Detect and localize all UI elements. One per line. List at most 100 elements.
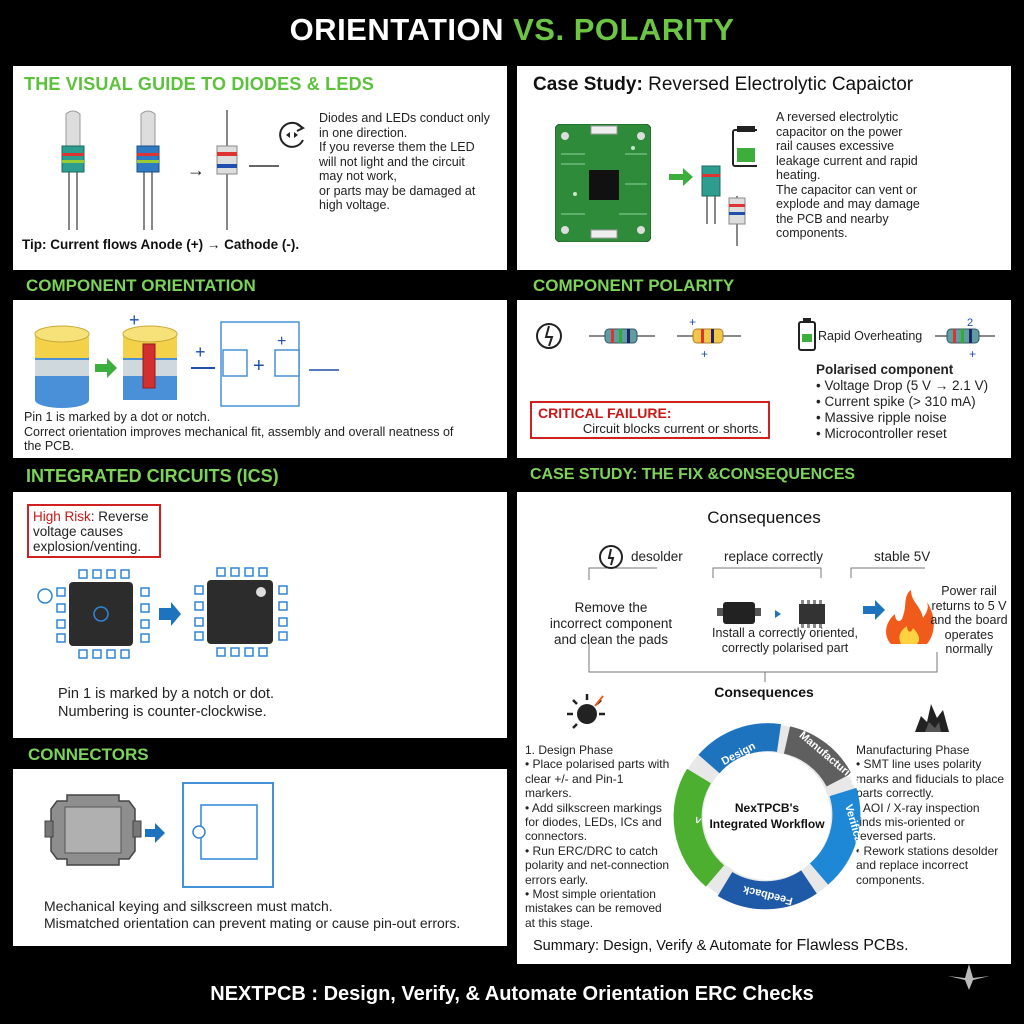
case-study-header: Case Study: Reversed Electrolytic Capaic…	[533, 74, 913, 96]
desc-line: and clean the pads	[553, 632, 669, 647]
case-line: heating.	[776, 168, 821, 182]
fix-header: CASE STUDY: THE FIX &CONSEQUENCES	[530, 466, 856, 483]
workflow-cycle: Design Manufacturing Verification Feedba…	[673, 723, 865, 910]
replace-description: Install a correctly oriented, correctly …	[693, 626, 877, 655]
orientation-line: Correct orientation improves mechanical …	[24, 424, 454, 439]
orientation-illustration: + + + +	[34, 310, 339, 408]
polarity-bullet: Massive ripple noise	[816, 410, 1006, 426]
cap-before	[34, 325, 90, 408]
cycle-label-loop: <	[692, 815, 705, 825]
design-bullet: Run ERC/DRC to catch polarity and net-co…	[525, 844, 673, 887]
manufacturing-phase-block: Manufacturing Phase SMT line uses polari…	[856, 743, 1008, 887]
case-line: components.	[776, 226, 848, 240]
manufacturing-phase-bullets: SMT line uses polarity marks and fiducia…	[856, 757, 1008, 887]
diodes-panel: THE VISUAL GUIDE TO DIODES & LEDS →	[13, 66, 507, 270]
connectors-header: CONNECTORS	[28, 745, 149, 764]
arrow-icon	[669, 168, 693, 186]
stable-description: Power rail returns to 5 V and the board …	[927, 584, 1011, 657]
rapid-overheating-label: Rapid Overheating	[818, 329, 923, 343]
step-replace: replace correctly	[724, 549, 824, 564]
manufacturing-phase-title: Manufacturing Phase	[856, 743, 970, 757]
svg-text:+: +	[195, 342, 206, 362]
explosion-icon	[567, 694, 605, 729]
capacitor-illustration	[701, 126, 757, 246]
diode-arrow: →	[187, 160, 205, 180]
design-phase-block: 1. Design Phase Place polarised parts wi…	[525, 743, 673, 930]
case-study-panel: Case Study: Reversed Electrolytic Capaic…	[517, 66, 1011, 270]
svg-text:2: 2	[967, 317, 973, 329]
title-part-1: ORIENTATION	[289, 12, 505, 47]
polarity-header: COMPONENT POLARITY	[533, 276, 735, 295]
plus-mark: +	[129, 310, 140, 330]
led-green-illustration	[61, 110, 85, 230]
page-title: ORIENTATION VS. POLARITY	[0, 12, 1024, 48]
connectors-panel: Mechanical keying and silkscreen must ma…	[13, 769, 507, 946]
case-line: explode and may damage	[776, 197, 920, 211]
diodes-line: high voltage.	[319, 198, 390, 212]
connectors-line: Mismatched orientation can prevent matin…	[44, 915, 461, 931]
fix-flow-lines	[588, 567, 938, 682]
svg-text:+: +	[701, 347, 708, 361]
case-line: the PCB and nearby	[776, 211, 889, 226]
desolder-icon	[599, 545, 623, 569]
diodes-tip: Tip: Current flows Anode (+) → Cathode (…	[22, 237, 300, 252]
critical-failure-title: CRITICAL FAILURE:	[538, 405, 672, 421]
desc-line: Remove the	[574, 600, 648, 615]
cycle-center-line1: NexTPCB's	[735, 801, 800, 815]
case-line: rail causes excessive	[776, 139, 895, 153]
orientation-header: COMPONENT ORIENTATION	[26, 276, 256, 295]
orientation-line: Pin 1 is marked by a dot or notch.	[24, 410, 211, 424]
ics-panel: High Risk: Reverse voltage causes explos…	[13, 492, 507, 738]
diodes-line: may not work,	[319, 169, 397, 183]
svg-text:+: +	[253, 355, 265, 377]
summary-part-c: PCBs.	[858, 937, 909, 954]
polarity-bullet: Current spike (> 310 mA)	[816, 394, 1006, 410]
case-study-description: A reversed electrolytic capacitor on the…	[776, 110, 946, 241]
manufacturing-bullet: Rework stations desolder and replace inc…	[856, 844, 1008, 887]
cycle-design	[698, 723, 781, 774]
rotate-icon	[279, 121, 305, 148]
step-desolder: desolder	[631, 549, 683, 564]
polarised-title: Polarised component	[816, 362, 954, 377]
diode-illustration	[216, 110, 238, 230]
cycle-loop	[673, 768, 725, 887]
orientation-line: the PCB.	[24, 439, 75, 453]
summary-part-a: Summary: Design, Verify & Automate for	[533, 938, 797, 954]
pcb-illustration	[555, 124, 651, 242]
design-bullet: Place polarised parts with clear +/- and…	[525, 757, 673, 800]
polarity-bullet: Voltage Drop (5 V → 2.1 V)	[816, 378, 1006, 394]
diodes-line: If you reverse them the LED	[319, 140, 475, 154]
case-line: capacitor on the power	[776, 124, 903, 139]
desc-line: normally	[945, 642, 993, 656]
polarity-illustration: + + 2 +	[536, 316, 995, 361]
desc-line: Install a correctly oriented,	[712, 626, 858, 640]
design-phase-bullets: Place polarised parts with clear +/- and…	[525, 757, 673, 930]
case-study-header-rest: Reversed Electrolytic Capaictor	[642, 74, 914, 95]
consequences-title-mid: Consequences	[714, 684, 814, 700]
diodes-description: Diodes and LEDs conduct only in one dire…	[319, 111, 501, 213]
high-risk-label: High Risk	[33, 509, 91, 524]
case-line: leakage current and rapid	[776, 153, 918, 168]
polarity-bullets: Voltage Drop (5 V → 2.1 V) Current spike…	[816, 378, 1006, 442]
case-line: The capacitor can vent or	[776, 182, 918, 197]
case-study-header-bold: Case Study:	[533, 74, 643, 95]
case-line: A reversed electrolytic	[776, 110, 899, 124]
cycle-feedback	[717, 870, 817, 910]
svg-text:+: +	[689, 316, 696, 329]
led-blue-illustration	[136, 110, 160, 230]
step-stable: stable 5V	[874, 549, 931, 564]
manufacturing-bullet: SMT line uses polarity marks and fiducia…	[856, 757, 1008, 800]
ics-description: Pin 1 is marked by a notch or dot. Numbe…	[58, 685, 488, 721]
high-risk-line3: explosion/venting.	[33, 539, 142, 554]
summary-part-b: Flawless	[796, 937, 859, 954]
ics-header: INTEGRATED CIRCUITS (ICS)	[26, 466, 279, 486]
desolder-description: Remove the incorrect component and clean…	[541, 600, 681, 648]
svg-text:+: +	[969, 347, 976, 361]
diodes-line: in one direction.	[319, 125, 408, 140]
connectors-description: Mechanical keying and silkscreen must ma…	[44, 898, 500, 932]
high-risk-line2: voltage causes	[33, 524, 124, 539]
svg-text:+: +	[277, 333, 286, 350]
polarity-bullet: Microcontroller reset	[816, 426, 1006, 442]
connector-illustration	[44, 782, 274, 888]
fix-panel: Consequences desolder replace correctly …	[517, 492, 1011, 964]
